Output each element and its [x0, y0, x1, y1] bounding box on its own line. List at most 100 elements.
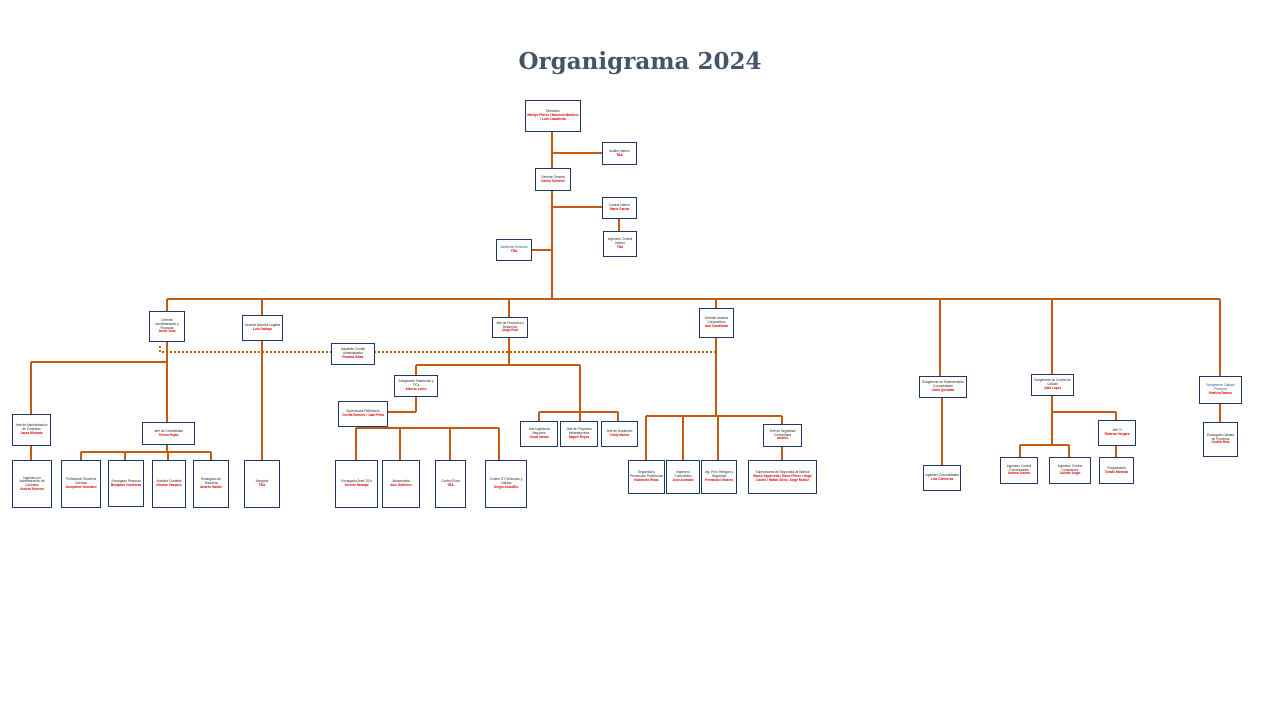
node-title: Jefe TI: [1112, 428, 1122, 433]
node-title: Subgerente Patrimonio y TICs: [398, 379, 434, 388]
node-title: Control OT Vehículos y Calidad: [489, 477, 523, 486]
node-name: Romina Salas: [342, 354, 364, 359]
node-name: Marilyn Flores / Mauricio Martínez / Lui…: [527, 113, 579, 121]
node-title: Subgerente de Control de Calidad: [1034, 378, 1071, 387]
node-title: Jefe de Proyectos y Desarrollo: [496, 320, 524, 329]
node-name: José Andrade: [672, 477, 694, 482]
node-name: Carla Quezada: [931, 387, 955, 392]
node-name: Vicente Naranjo: [344, 483, 369, 487]
node-name: Fernando Olivares: [705, 477, 733, 482]
node-title: Supervisores de Seguridad de Barrios: [755, 470, 810, 475]
node-name: Julia López: [1043, 385, 1062, 390]
node-name: Mario García: [609, 207, 630, 211]
dotted-connector-line: [159, 346, 716, 353]
node-title: Encargado de Tesorería: [201, 477, 221, 486]
node-ing-admin-contratos[interactable]: Ingeniero en Administración de Contratos…: [12, 460, 52, 508]
node-title: Ingeniero en Administración de Contratos: [19, 475, 45, 487]
node-title: Control Flota: [441, 479, 460, 484]
node-title: Ingeniero Control Interno: [607, 237, 633, 246]
node-title: Jefe de Desarrollo: [606, 429, 633, 434]
node-title: Jefe de Proyectos Infraestructura: [566, 427, 592, 436]
node-name: Miguel Reyes: [568, 434, 590, 439]
node-title: Gerente Asuntos Legales: [244, 323, 281, 328]
node-title: Gerente Administración y Finanzas: [155, 318, 179, 330]
node-title: Gerente Asuntos Corporativos: [704, 316, 729, 325]
node-name: Andrés Ibañez: [200, 484, 222, 489]
node-title: Ingeniero Comunidades: [925, 473, 959, 478]
node-title: Ing. Prev. Riesgos y Seguridad: [704, 470, 734, 479]
node-name: Sergio Astudillo: [493, 484, 519, 489]
node-title: Seguridad y Prevención Patrimonial: [630, 470, 663, 479]
node-name: TBA: [616, 152, 623, 157]
node-name: Andrea Alonso: [1007, 471, 1031, 476]
chart-title: Organigrama 2024: [518, 48, 762, 75]
node-name: Patricia Ramos: [1208, 390, 1233, 395]
node-title: Programador: [1107, 465, 1126, 470]
node-title: Abogado: [255, 479, 269, 484]
node-title: Encargado Calidad de Procesos: [1206, 432, 1235, 441]
node-title: Ingeniero Control Comisiones: [1057, 463, 1083, 472]
node-title: Directorio: [546, 109, 560, 114]
node-name: Cecilia Ruiz: [1211, 440, 1230, 445]
node-title: Gerente General: [541, 174, 565, 179]
node-name: Marco Sepúlveda / Daniel Pérez / Hugo Ca…: [753, 474, 812, 482]
node-name: TBA: [447, 483, 454, 487]
node-title: Subgerente Calidad Procesos: [1206, 383, 1235, 392]
node-name: Andrés Moreno: [20, 486, 44, 491]
node-name: Tomás Miranda: [1104, 469, 1129, 474]
node-name: Roberto Vergara: [1104, 432, 1130, 436]
node-title: Encargado Personal: [111, 478, 141, 483]
node-name: Benjamín Contreras: [110, 482, 142, 487]
node-title: Supervisora Patrimonio: [346, 409, 380, 414]
node-name: Alberto Loero: [405, 386, 427, 391]
node-name: Jacqueline González: [65, 484, 97, 489]
node-title: Asistente Gerencia: [500, 245, 528, 250]
node-name: Carlos Sánchez: [541, 178, 565, 183]
node-name: Luis Contreras: [930, 477, 954, 481]
node-name: Laura Miranda: [20, 430, 43, 435]
node-name: Luis Gallego: [252, 327, 273, 331]
